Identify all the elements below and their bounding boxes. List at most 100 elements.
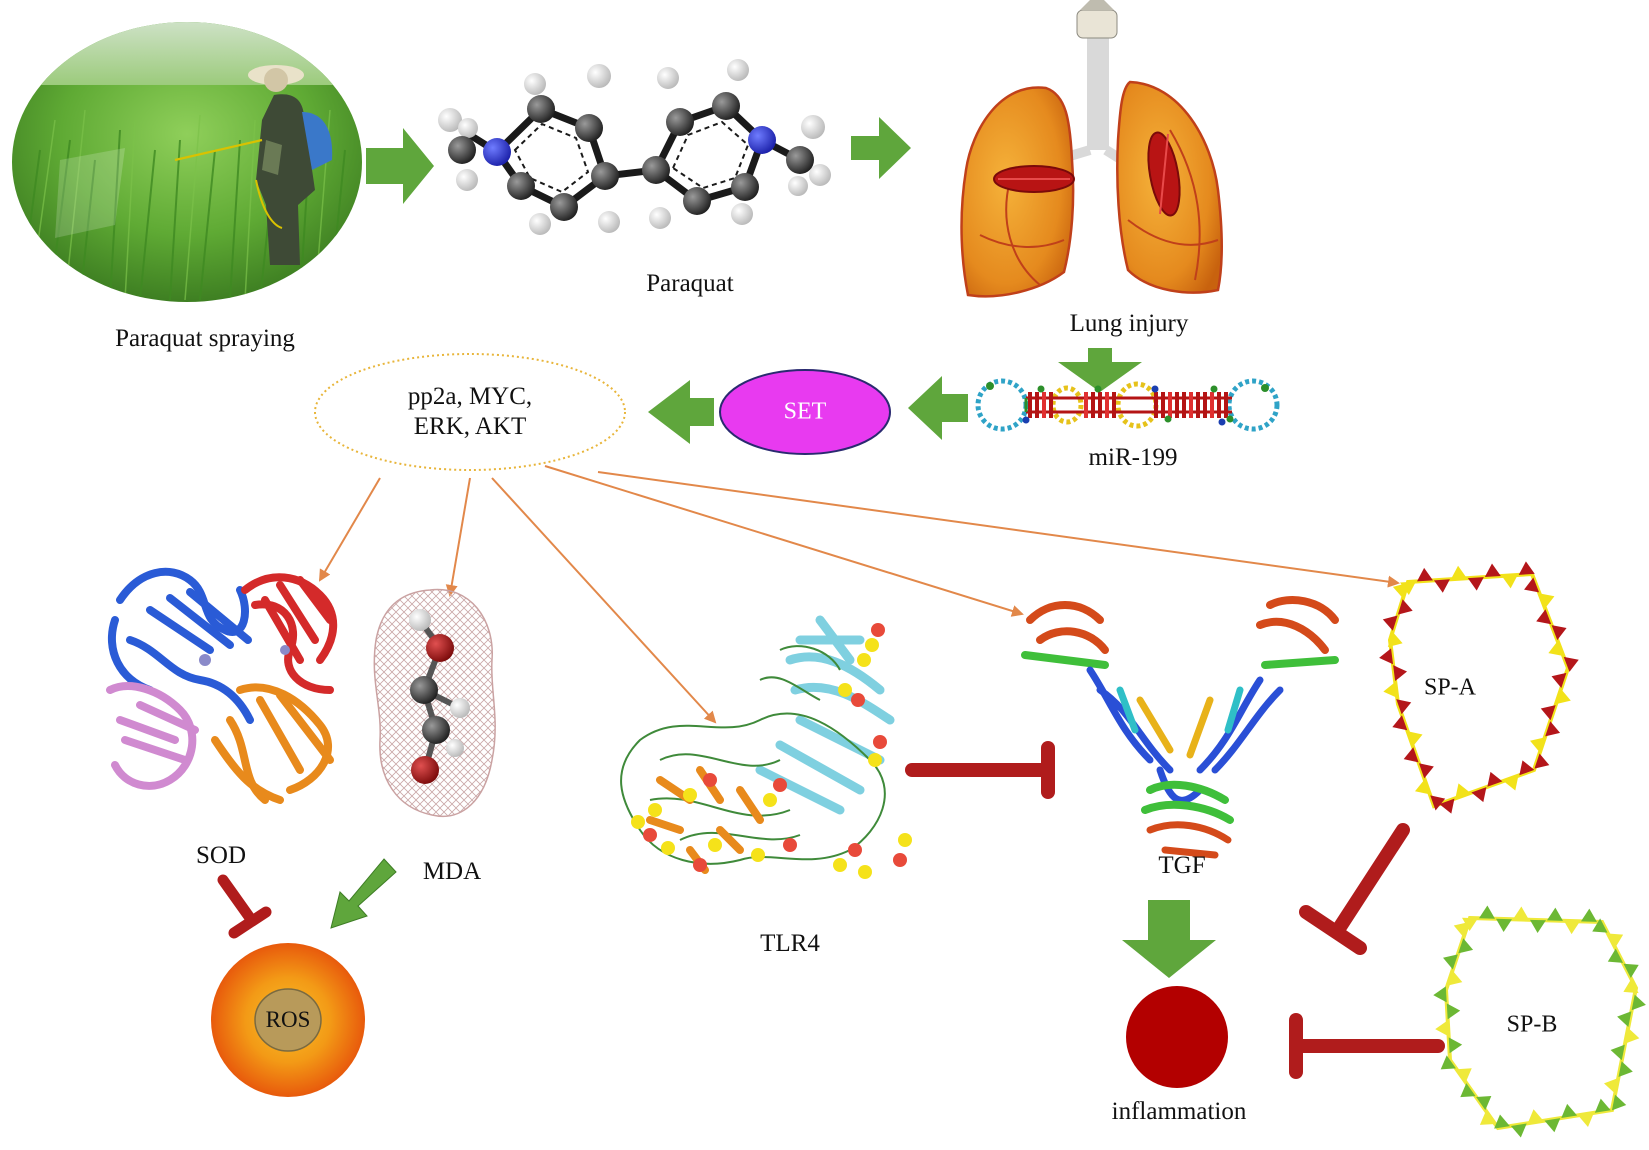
arrow-mir-to-set [908, 376, 968, 440]
frame-tooth [1447, 970, 1463, 986]
frame-tooth [1393, 665, 1408, 682]
frame-tooth [1503, 775, 1519, 791]
frame-tooth [1456, 1068, 1472, 1083]
frame-tooth [1501, 574, 1518, 589]
frame-tooth [1414, 779, 1430, 795]
frame-tooth [1510, 1123, 1527, 1138]
sp-b-frame [1433, 905, 1646, 1138]
arrow-targets-to-tgf [544, 465, 1024, 617]
frame-tooth [1392, 715, 1408, 731]
arrow-spraying-to-paraquat [366, 128, 434, 204]
frame-tooth [1578, 1112, 1594, 1127]
frame-tooth [1546, 907, 1563, 921]
frame-tooth [1594, 1098, 1611, 1113]
label-mda: MDA [422, 858, 482, 885]
frame-tooth [1418, 763, 1434, 779]
frame-tooth [1534, 753, 1550, 769]
frame-tooth [1446, 1003, 1461, 1020]
frame-tooth [1539, 593, 1555, 609]
inhibit-sod-to-ros [217, 874, 272, 939]
frame-tooth [1551, 672, 1567, 689]
tgf-protein-structure [1021, 596, 1339, 859]
frame-tooth [1529, 919, 1546, 934]
frame-tooth [1487, 771, 1503, 787]
frame-tooth [1519, 760, 1535, 776]
frame-tooth [1518, 561, 1535, 575]
frame-tooth [1623, 978, 1639, 994]
label-tgf: TGF [1158, 852, 1206, 879]
set-node [719, 369, 891, 455]
label-targets-line1: pp2a, MYC, [407, 383, 533, 410]
frame-tooth [1611, 1094, 1627, 1111]
frame-tooth [1536, 609, 1552, 625]
arrow-targets-to-tlr4 [491, 477, 717, 724]
frame-tooth [1604, 1077, 1619, 1094]
arrow-mda-to-ros [330, 858, 397, 929]
frame-tooth [1592, 918, 1608, 933]
paraquat-molecule-model [438, 59, 831, 235]
frame-tooth [1383, 682, 1398, 698]
frame-tooth [1617, 1011, 1632, 1027]
frame-tooth [1607, 933, 1624, 948]
rna-hairpin-icon [975, 378, 1280, 432]
frame-tooth [1460, 1083, 1476, 1098]
frame-tooth [1540, 705, 1556, 721]
sp-a-frame [1379, 561, 1579, 814]
frame-tooth [1448, 1037, 1463, 1054]
frame-tooth [1379, 648, 1394, 665]
orange-arrows [318, 465, 1400, 724]
arrow-targets-to-sod [318, 477, 381, 582]
frame-tooth [1544, 1118, 1561, 1133]
mda-molecule-surface [373, 588, 496, 817]
sod-protein-structure [106, 567, 338, 804]
frame-tooth [1512, 906, 1529, 920]
label-targets-line2: ERK, AKT [413, 413, 527, 440]
label-sp-b: SP-B [1506, 1011, 1558, 1038]
frame-tooth [1524, 577, 1540, 593]
frame-tooth [1392, 583, 1408, 599]
frame-tooth [1453, 922, 1469, 938]
frame-tooth [1495, 918, 1512, 933]
frame-tooth [1610, 1044, 1625, 1061]
arrow-paraquat-to-lung [851, 117, 911, 179]
frame-tooth [1403, 747, 1419, 763]
frame-tooth [1382, 615, 1398, 631]
frame-tooth [1443, 954, 1458, 970]
lungs-icon [960, 0, 1224, 298]
frame-tooth [1440, 1055, 1456, 1070]
frame-tooth [1467, 577, 1484, 591]
label-targets: pp2a, MYC, ERK, AKT [408, 382, 532, 442]
frame-tooth [1607, 948, 1624, 963]
frame-tooth [1484, 563, 1501, 578]
label-paraquat-spraying: Paraquat spraying [115, 325, 295, 352]
arrow-targets-to-spa [597, 471, 1400, 588]
frame-tooth [1623, 963, 1639, 978]
ros-sphere-icon [211, 943, 365, 1097]
label-ros: ROS [265, 1007, 311, 1033]
frame-tooth [1433, 986, 1447, 1003]
frame-tooth [1548, 640, 1564, 656]
frame-tooth [1545, 721, 1561, 737]
tlr4-protein-structure [620, 615, 912, 879]
inhibit-spa-to-inflammation [1299, 823, 1410, 955]
label-paraquat: Paraquat [646, 270, 734, 297]
inflammation-dot [1126, 986, 1228, 1088]
frame-tooth [1476, 1096, 1492, 1111]
frame-tooth [1555, 688, 1571, 705]
label-mir-199: miR-199 [1088, 444, 1178, 471]
arrow-set-to-targets [648, 380, 714, 444]
frame-tooth [1407, 731, 1423, 747]
frame-tooth [1458, 938, 1474, 954]
arrow-targets-to-mda [445, 477, 471, 597]
frame-tooth [1494, 1114, 1510, 1129]
label-tlr4: TLR4 [760, 930, 820, 957]
frame-tooth [1450, 565, 1467, 580]
frame-tooth [1580, 908, 1597, 922]
inhibit-spb-to-inflammation [1289, 1013, 1445, 1079]
frame-tooth [1527, 1109, 1544, 1124]
frame-tooth [1471, 787, 1487, 803]
frame-tooth [1416, 567, 1433, 582]
label-lung-injury: Lung injury [1069, 310, 1189, 337]
frame-tooth [1478, 905, 1495, 919]
